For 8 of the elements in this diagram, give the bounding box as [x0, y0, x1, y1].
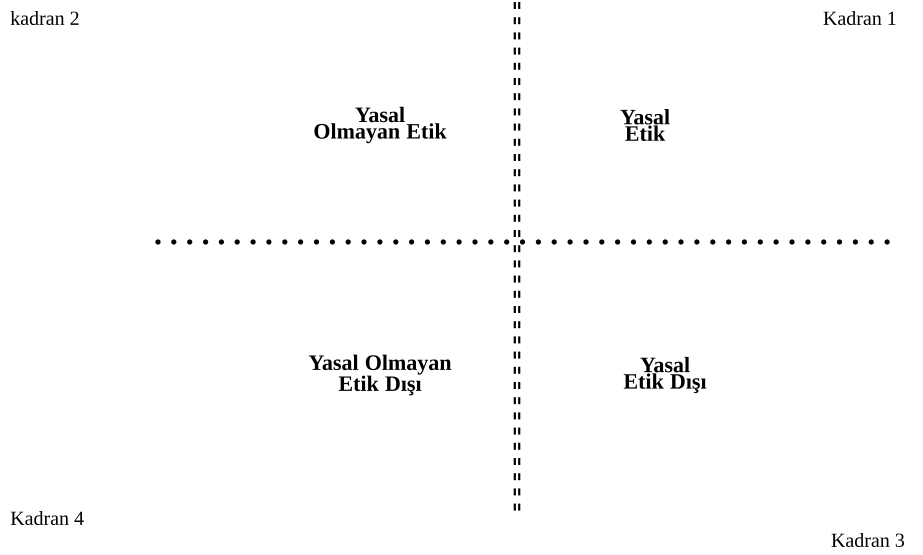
quadrant-text: Yasal Olmayan Etik Dışı [308, 354, 452, 396]
quadrant-text: Yasal Etik [620, 109, 670, 141]
quadrant-label: kadran 2 [10, 10, 79, 26]
quadrant-label: Kadran 3 [832, 532, 904, 548]
quadrant-label: Kadran 4 [10, 510, 84, 526]
quadrant-label: Kadran 1 [824, 10, 896, 26]
quadrant-text: Yasal Etik Dışı [624, 356, 706, 394]
quadrant-text: Yasal Olmayan Etik [314, 106, 447, 144]
